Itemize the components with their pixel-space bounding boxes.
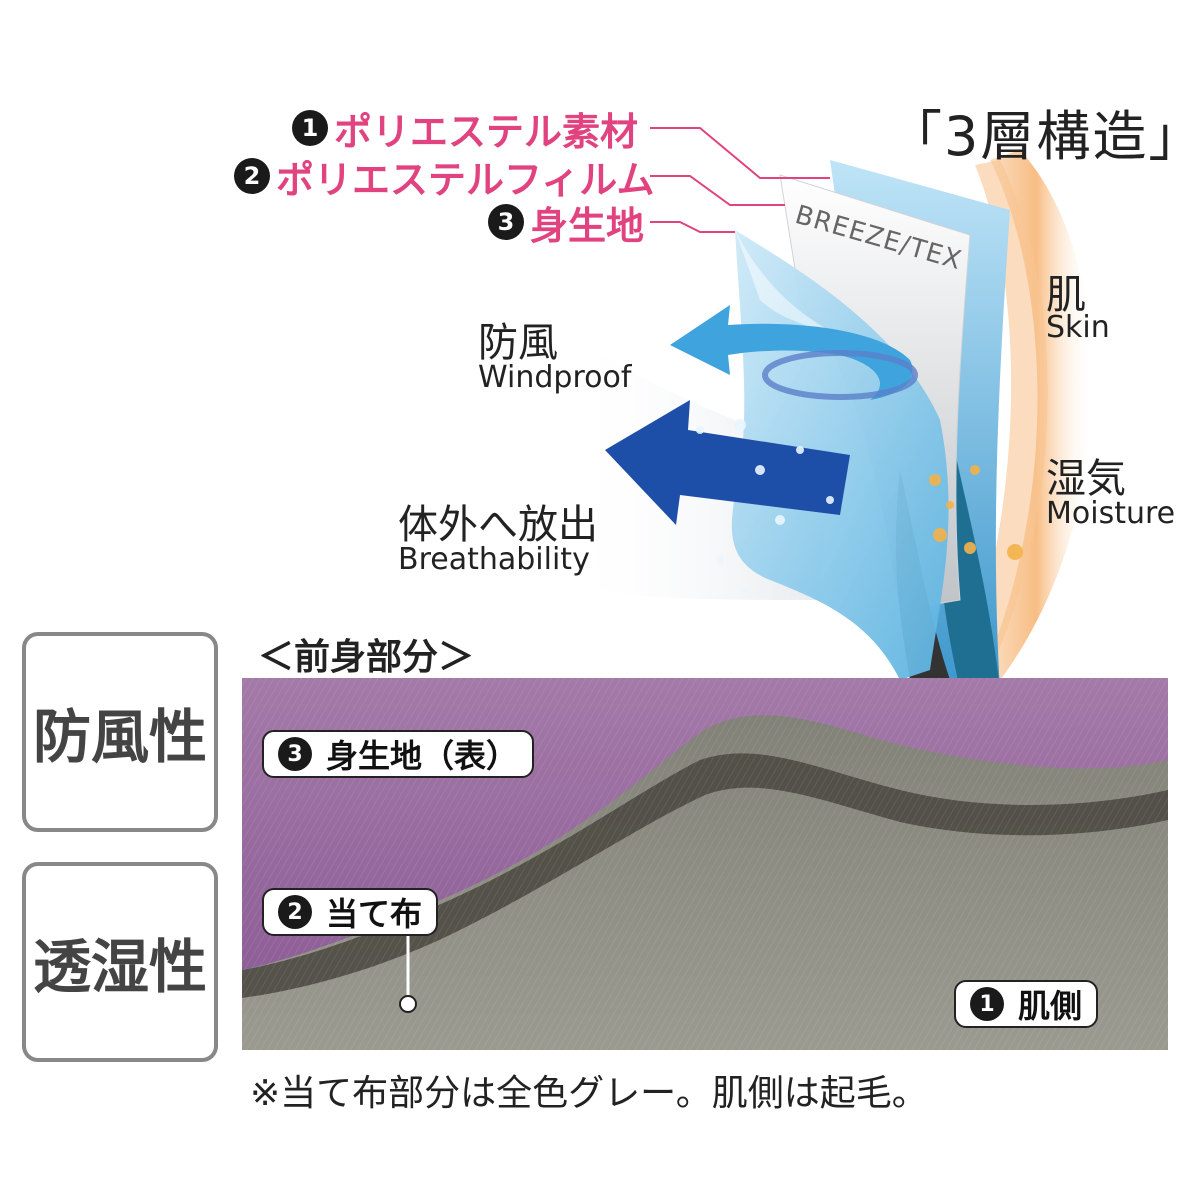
layer-label-text: 身生地 [530, 203, 645, 248]
layer-label-text: ポリエステル素材 [334, 109, 639, 154]
number-badge: 2 [278, 895, 312, 929]
number-badge: 1 [970, 987, 1004, 1021]
callout-text: 当て布 [326, 895, 423, 933]
callout-outer-fabric: 3 身生地（表） [262, 730, 535, 778]
callout-text: 肌側 [1018, 987, 1083, 1025]
number-badge: 3 [278, 737, 312, 771]
release-label-jp: 体外へ放出 [398, 502, 598, 548]
callout-skin-side: 1 肌側 [954, 980, 1099, 1028]
callout-text: 身生地（表） [326, 737, 519, 775]
feature-box-breathable: 透湿性 [22, 862, 218, 1062]
layer-label-text: ポリエステルフィルム [276, 157, 655, 202]
feature-box-text: 透湿性 [32, 933, 207, 1001]
windproof-label-jp: 防風 [478, 320, 558, 366]
skin-label-en: Skin [1046, 310, 1110, 345]
feature-box-windproof: 防風性 [22, 632, 218, 832]
release-label-en: Breathability [398, 542, 590, 577]
callout-patch-fabric: 2 当て布 [262, 888, 439, 936]
number-badge: 2 [234, 158, 270, 194]
footnote: ※当て布部分は全色グレー。肌側は起毛。 [250, 1073, 928, 1114]
number-badge: 3 [488, 204, 524, 240]
layer-label-3: 3 身生地 [488, 200, 644, 248]
moisture-label-en: Moisture [1046, 496, 1176, 531]
front-part-title: ＜前身部分＞ [258, 637, 475, 678]
skin-label-jp: 肌 [1046, 272, 1086, 318]
layer-label-2: 2 ポリエステルフィルム [234, 154, 654, 202]
structure-heading: 「3層構造」 [888, 105, 1200, 168]
layer-label-1: 1 ポリエステル素材 [292, 106, 638, 154]
number-badge: 1 [292, 110, 328, 146]
feature-box-text: 防風性 [32, 703, 207, 771]
moisture-label-jp: 湿気 [1046, 456, 1126, 502]
windproof-label-en: Windproof [478, 360, 632, 395]
